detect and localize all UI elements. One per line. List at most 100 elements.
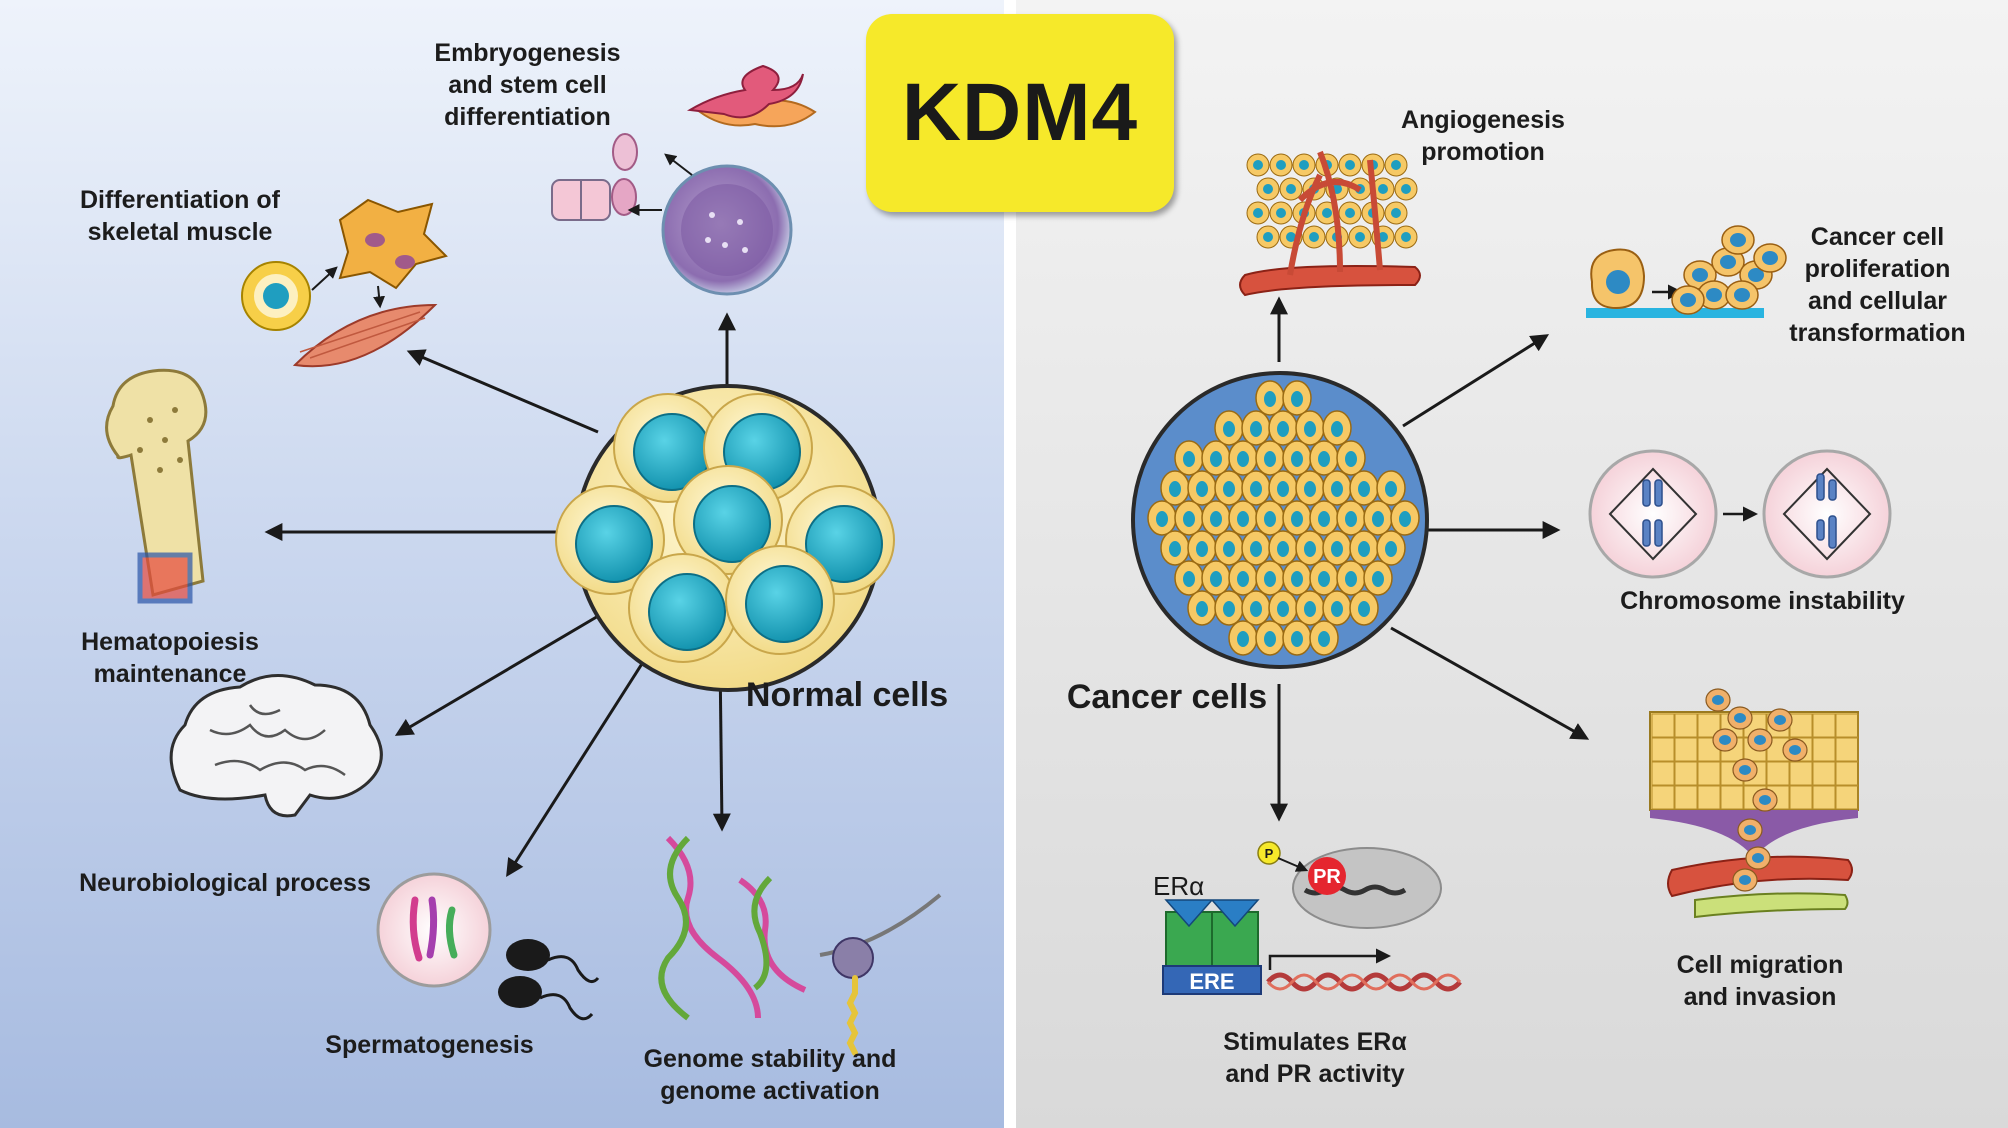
tumor-cell — [1394, 177, 1418, 201]
cancer-cell — [1241, 530, 1271, 566]
cancer-cell — [1349, 470, 1379, 506]
proliferating-cell — [1697, 280, 1731, 310]
migrating-cell — [1705, 688, 1731, 712]
cancer-cell — [1295, 470, 1325, 506]
migrating-cell — [1782, 738, 1808, 762]
epithelial-cell — [1651, 761, 1675, 786]
cancer-cell — [1255, 620, 1285, 656]
tumor-cell — [1384, 201, 1408, 225]
label-spermatogenesis: Spermatogenesis — [325, 1031, 534, 1059]
epithelial-cell — [1697, 785, 1721, 810]
label-cancer-cells: Cancer cells — [1066, 678, 1268, 716]
cancer-cell — [1214, 410, 1244, 446]
epithelial-cell — [1674, 785, 1698, 810]
normal-cell — [725, 545, 835, 655]
dna-icon — [658, 835, 942, 1056]
cancer-cell — [1160, 530, 1190, 566]
cancer-cell — [1322, 470, 1352, 506]
brain-icon — [169, 674, 383, 818]
epithelial-cell — [1697, 713, 1721, 738]
cancer-cell — [1228, 500, 1258, 536]
cancer-cell — [1214, 530, 1244, 566]
cancer-cell — [1174, 440, 1204, 476]
cancer-cell — [1349, 590, 1379, 626]
epithelial-cell — [1812, 737, 1836, 762]
cancer-cell — [1322, 530, 1352, 566]
normal-cell — [628, 553, 738, 663]
pr-label: PR — [1313, 866, 1341, 888]
epithelial-cell — [1812, 713, 1836, 738]
epithelial-cell — [1789, 761, 1813, 786]
migrating-cell — [1732, 758, 1758, 782]
tumor-cell — [1338, 201, 1362, 225]
epithelial-cell — [1674, 713, 1698, 738]
tumor-cell — [1269, 153, 1293, 177]
diagram-title: KDM4 — [901, 67, 1139, 158]
cancer-cell — [1390, 500, 1420, 536]
cancer-cell — [1295, 590, 1325, 626]
cancer-cell — [1322, 590, 1352, 626]
epithelial-cell — [1651, 737, 1675, 762]
cancer-cell — [1255, 440, 1285, 476]
cancer-cell — [1336, 560, 1366, 596]
cancer-cell — [1187, 590, 1217, 626]
proliferating-cell — [1725, 280, 1759, 310]
cancer-cell — [1187, 530, 1217, 566]
er-pr-icon: PR P ERα ERE — [1153, 841, 1462, 995]
cancer-cell — [1309, 440, 1339, 476]
tumor-cell — [1256, 177, 1280, 201]
cancer-cell — [1201, 440, 1231, 476]
label-embryogenesis: Embryogenesis and stem cell differentiat… — [434, 39, 621, 131]
cancer-cell — [1309, 560, 1339, 596]
cancer-cells-illustration — [1131, 371, 1429, 669]
label-neurobiological: Neurobiological process — [79, 869, 371, 897]
cancer-cell — [1201, 500, 1231, 536]
tumor-cell — [1394, 225, 1418, 249]
cancer-cell — [1214, 470, 1244, 506]
cancer-cell — [1187, 470, 1217, 506]
label-angiogenesis: Angiogenesis promotion — [1401, 106, 1565, 166]
epithelial-cell — [1674, 737, 1698, 762]
cancer-cell — [1295, 530, 1325, 566]
migrating-cell — [1745, 846, 1771, 870]
migrating-cell — [1737, 818, 1763, 842]
label-genome-stability: Genome stability and genome activation — [643, 1045, 897, 1105]
epithelial-cell — [1651, 785, 1675, 810]
differentiated-cells-icon — [551, 64, 817, 221]
cancer-cell — [1282, 440, 1312, 476]
migrating-cell — [1747, 728, 1773, 752]
angiogenesis-icon — [1239, 150, 1421, 297]
tumor-cell — [1338, 153, 1362, 177]
migrating-cell — [1752, 788, 1778, 812]
p-label: P — [1265, 846, 1274, 861]
label-hematopoiesis: Hematopoiesis maintenance — [81, 628, 259, 688]
cancer-cell — [1268, 470, 1298, 506]
skeletal-muscle-icon — [241, 198, 448, 368]
bone-marrow-icon — [105, 368, 208, 604]
cancer-cell — [1376, 530, 1406, 566]
ere-label: ERE — [1189, 969, 1234, 994]
cancer-cell — [1255, 500, 1285, 536]
cancer-cell — [1228, 440, 1258, 476]
label-proliferation: Cancer cell proliferation and cellular t… — [1789, 223, 1966, 347]
proliferating-cell — [1721, 225, 1755, 255]
cancer-cell — [1336, 500, 1366, 536]
cancer-cell — [1282, 560, 1312, 596]
epithelial-cell — [1835, 761, 1859, 786]
epithelial-cell — [1812, 785, 1836, 810]
cancer-cell — [1309, 620, 1339, 656]
epithelial-cell — [1697, 761, 1721, 786]
cancer-cell — [1268, 530, 1298, 566]
migrating-cell — [1727, 706, 1753, 730]
cancer-cell — [1174, 500, 1204, 536]
tumor-cell — [1269, 201, 1293, 225]
normal-cell — [613, 393, 723, 503]
cancer-cell — [1228, 560, 1258, 596]
proliferating-cell — [1753, 243, 1787, 273]
tumor-cell — [1302, 225, 1326, 249]
epithelial-cell — [1674, 761, 1698, 786]
cancer-cell — [1241, 590, 1271, 626]
label-migration-invasion: Cell migration and invasion — [1676, 951, 1844, 1011]
cancer-cell — [1228, 620, 1258, 656]
